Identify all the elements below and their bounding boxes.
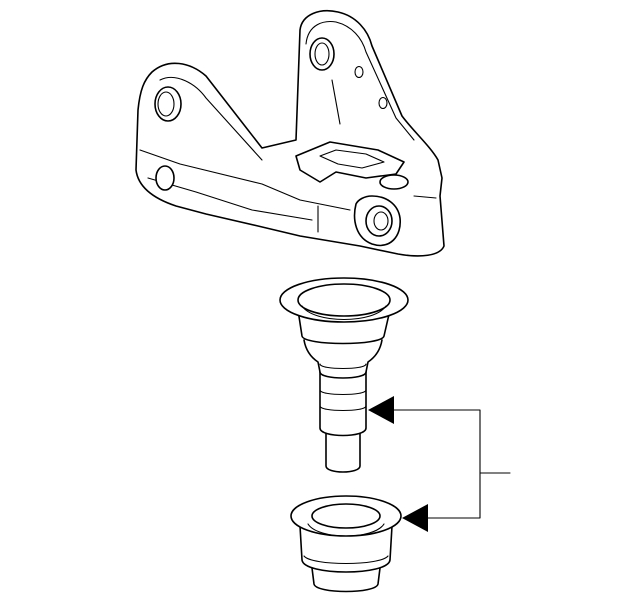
pin-flange-rim [297, 283, 391, 317]
bushing-inner [307, 523, 385, 537]
bracket-part [135, 10, 445, 257]
bushing-body [299, 525, 393, 573]
pin-cup-inner [301, 305, 387, 320]
pin-neck-line [319, 363, 367, 370]
callout-arrow-icon [402, 504, 428, 532]
callout-line [393, 409, 481, 519]
bracket-edge-line [159, 76, 263, 161]
bracket-hole [155, 165, 175, 191]
callout-leader [368, 396, 511, 532]
bushing-body-line [303, 555, 389, 565]
pin-groove [319, 389, 367, 396]
bracket-slot [379, 174, 409, 190]
callout-arrow-icon [368, 396, 394, 424]
bracket-edge-line [331, 79, 341, 125]
pin-neck [303, 339, 383, 379]
bracket-edge-line [305, 21, 415, 141]
bracket-outline [135, 10, 445, 257]
bracket-small-hole [378, 96, 388, 110]
bracket-small-hole [354, 65, 364, 79]
bracket-pocket-inner [319, 149, 385, 169]
pin-part [279, 277, 409, 473]
pin-groove [319, 405, 367, 412]
bracket-edge-line [139, 149, 351, 211]
bracket-boss-hole-inner [373, 211, 389, 231]
bracket-pocket [295, 141, 405, 183]
pin-shaft-lower [325, 429, 361, 473]
bracket-edge-line [413, 195, 437, 199]
bushing-tube [311, 567, 381, 593]
bracket-hole-inner [157, 91, 175, 117]
pin-shaft [319, 369, 367, 437]
bracket-hole-inner [314, 42, 330, 66]
bushing-flange-rim [311, 503, 381, 529]
bushing-part [290, 495, 402, 593]
